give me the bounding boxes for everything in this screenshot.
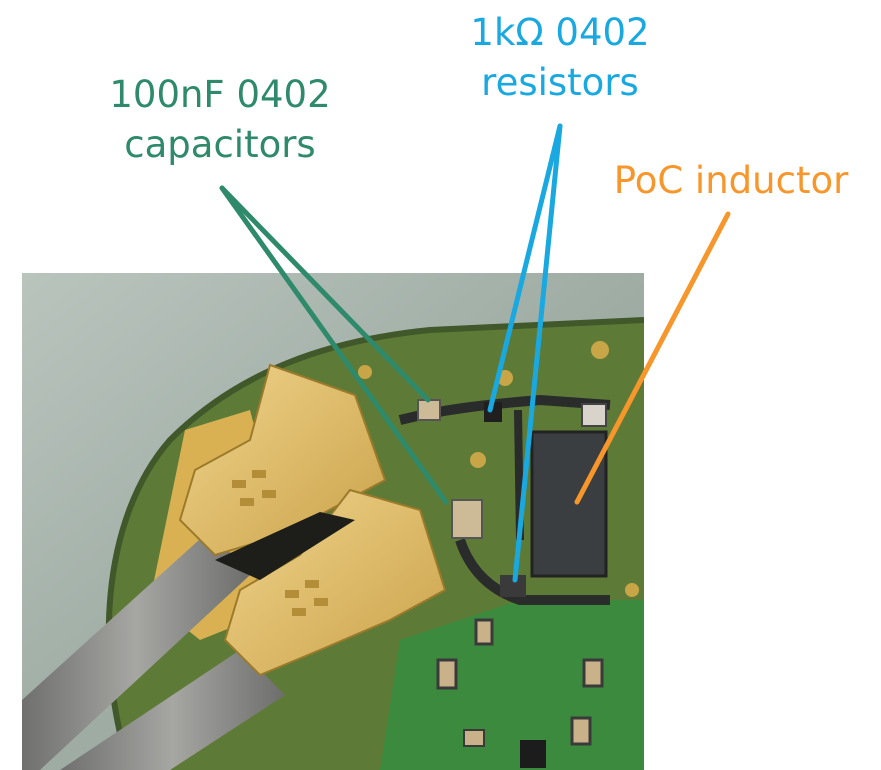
capacitor-pointer-2: [219, 185, 449, 505]
resistor-pointer-2: [512, 123, 563, 583]
connector-gap: [215, 512, 355, 580]
connector-slots: [232, 470, 328, 616]
resistor-pointer-1: [487, 123, 563, 413]
resistors-label-line2: resistors: [481, 61, 639, 104]
inductor-body: [530, 430, 608, 578]
capacitor-2: [451, 499, 483, 539]
capacitor-pointer-1: [219, 185, 431, 403]
resistors-label: 1kΩ 0402 resistors: [455, 8, 665, 108]
inductor-pointer: [574, 211, 731, 505]
lower-components: [436, 618, 604, 768]
pcb-vias: [358, 341, 639, 656]
inductor-label-line1: PoC inductor: [613, 159, 849, 202]
connector-top: [178, 363, 387, 557]
resistor-2: [500, 575, 526, 597]
cable-right: [60, 650, 285, 770]
cable-left: [22, 530, 250, 770]
inductor-label: PoC inductor: [600, 156, 862, 206]
resistors-label-line1: 1kΩ 0402: [470, 11, 650, 54]
capacitors-label-line1: 100nF 0402: [109, 73, 331, 116]
capacitors-label: 100nF 0402 capacitors: [100, 70, 340, 170]
inductor-pad-top: [581, 403, 607, 427]
capacitors-label-line2: capacitors: [124, 123, 316, 166]
wire-trace-2: [455, 538, 610, 605]
